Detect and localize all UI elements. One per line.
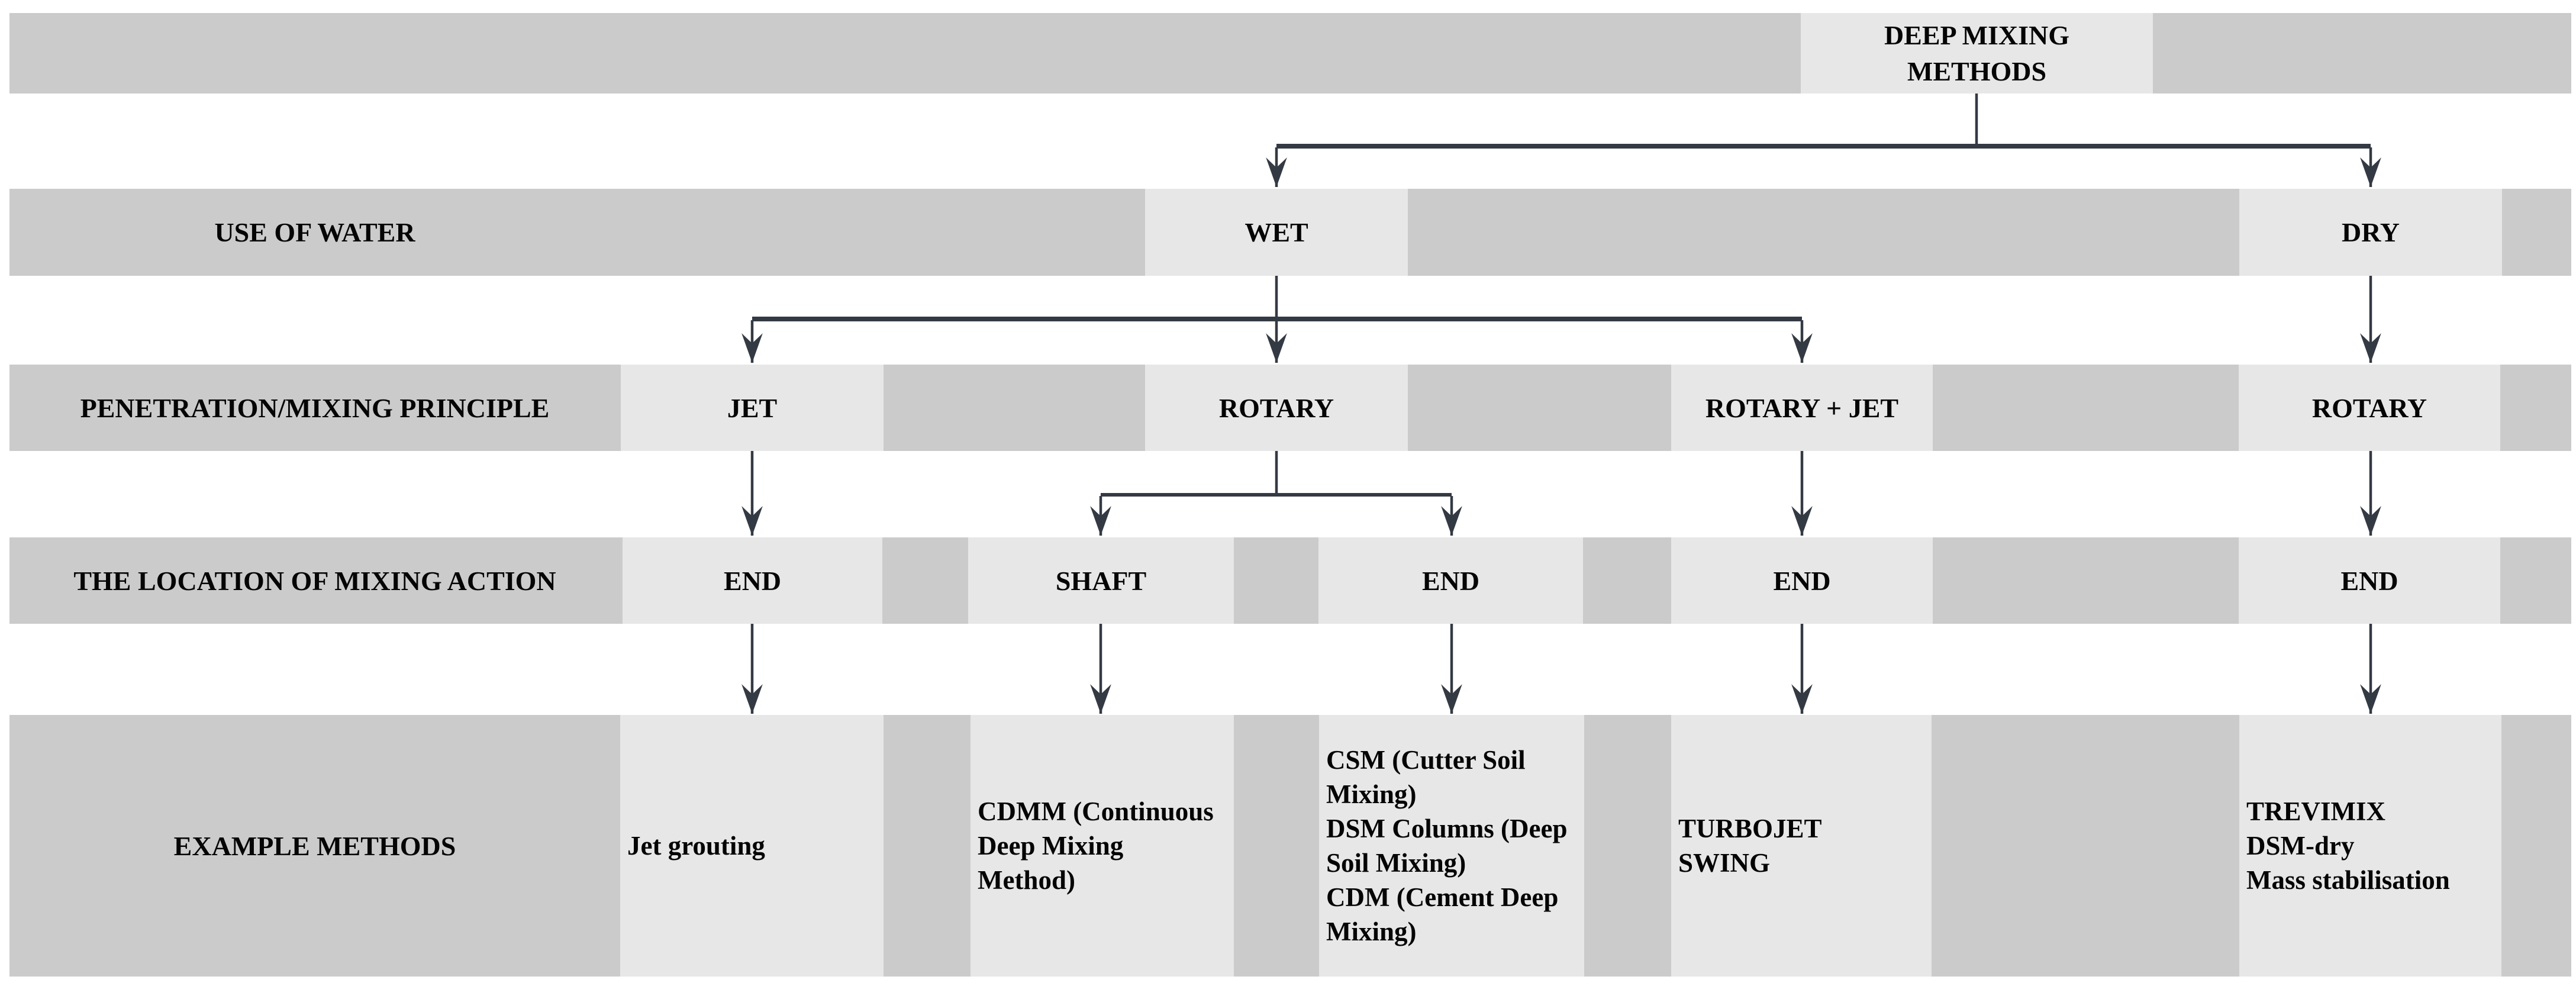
node-example-jet-grouting: Jet grouting: [620, 715, 884, 977]
node-end-dry: END: [2239, 537, 2500, 624]
row-label-location: THE LOCATION OF MIXING ACTION: [73, 565, 556, 596]
node-example-csm: CSM (Cutter Soil Mixing) DSM Columns (De…: [1319, 715, 1584, 977]
node-rotary-jet: ROTARY + JET: [1671, 365, 1933, 451]
node-jet: JET: [621, 365, 884, 451]
node-end-rotary-jet: END: [1671, 537, 1933, 624]
row-label-use-of-water: USE OF WATER: [214, 217, 415, 247]
band-examples: [9, 715, 2571, 977]
node-shaft: SHAFT: [968, 537, 1234, 624]
band-title-row: [9, 13, 2571, 94]
node-rotary-dry: ROTARY: [2239, 365, 2500, 451]
node-deep-mixing-methods: DEEP MIXING METHODS: [1801, 13, 2153, 94]
node-end-jet: END: [623, 537, 882, 624]
band-location: [9, 537, 2571, 624]
row-label-examples: EXAMPLE METHODS: [173, 830, 456, 861]
node-example-cdmm: CDMM (Continuous Deep Mixing Method): [971, 715, 1234, 977]
row-label-principle: PENETRATION/MIXING PRINCIPLE: [80, 392, 550, 423]
node-rotary-wet: ROTARY: [1145, 365, 1408, 451]
node-example-trevimix: TREVIMIX DSM-dry Mass stabilisation: [2239, 715, 2501, 977]
node-example-turbojet: TURBOJET SWING: [1671, 715, 1932, 977]
node-wet: WET: [1145, 189, 1408, 276]
node-end-rotary: END: [1318, 537, 1583, 624]
node-dry: DRY: [2239, 189, 2502, 276]
